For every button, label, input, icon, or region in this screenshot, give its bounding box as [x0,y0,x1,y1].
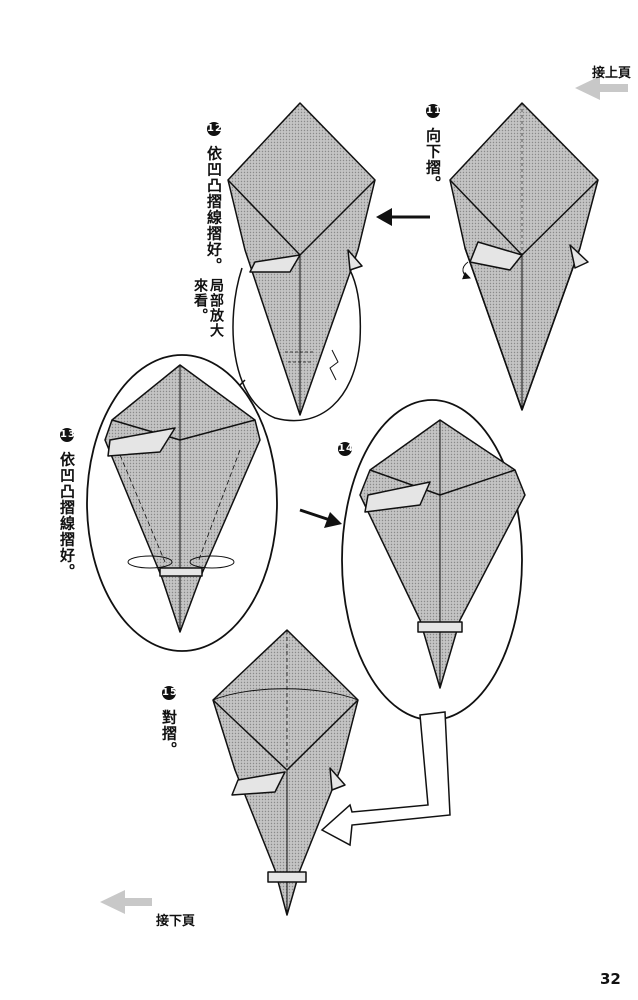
page-number: 32 [600,970,621,988]
step-15-number: 15 [162,686,178,700]
step-15-figure [212,629,359,916]
step-11-figure [449,102,599,411]
step-13-number: 13 [60,428,76,442]
step-13-text: 依凹凸摺線摺好。 [58,451,76,580]
next-page-label[interactable]: 接下頁 [156,914,196,929]
step-13-caption: 13 依凹凸摺線摺好。 [58,428,76,580]
step-12-caption: 12 依凹凸摺線摺好。 [205,122,223,274]
flow-arrow-14-to-15 [320,711,451,847]
step-11-text: 向下摺。 [424,127,442,192]
zoom-note: 局部放大來看。 [192,278,224,338]
step-14-number: 14 [338,442,354,456]
step-14-caption: 14 [336,442,353,459]
step-15-caption: 15 對摺。 [160,686,178,758]
step-14-figure [359,419,526,689]
step-15-text: 對摺。 [160,709,178,758]
step-12-text: 依凹凸摺線摺好。 [205,145,223,274]
step-11-number: 11 [426,104,442,118]
step-13-figure [104,364,261,633]
zoom-callout-ring [232,267,362,422]
step-11-caption: 11 向下摺。 [424,104,442,192]
step-12-number: 12 [207,122,223,136]
flow-arrow-11-to-12 [376,208,430,226]
next-page-arrow[interactable] [100,890,152,914]
prev-page-label[interactable]: 接上頁 [592,66,632,81]
prev-page-arrow[interactable] [575,76,628,100]
step-12-figure [227,102,376,416]
flow-arrow-13-to-14 [299,508,342,528]
